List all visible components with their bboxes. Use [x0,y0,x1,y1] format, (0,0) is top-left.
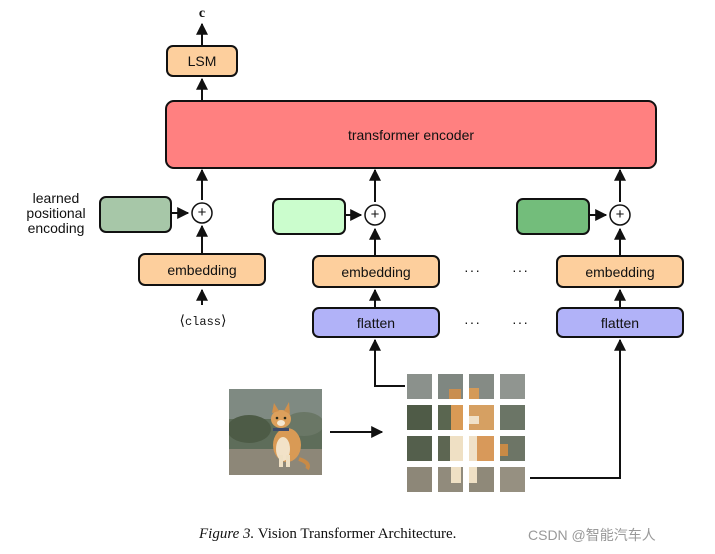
transformer-encoder-box: transformer encoder [165,100,657,169]
embedding-label: embedding [341,263,411,280]
ellipsis-embedding-2: ··· [512,262,529,278]
cat-input-image [229,389,322,475]
lsm-box: LSM [166,45,238,77]
watermark-text: CSDN @智能汽车人 [528,527,656,543]
plus-symbol-1: + [197,204,207,221]
class-token-text: class [184,315,221,329]
ellipsis-embedding-1: ··· [464,262,481,278]
flatten-box-first: flatten [312,307,440,338]
flatten-label: flatten [356,314,396,331]
embedding-box-first: embedding [312,255,440,288]
embedding-label: embedding [167,261,237,278]
positional-label-line-3: encoding [27,220,85,236]
plus-symbol-2: + [370,206,380,223]
output-label: c [198,6,206,21]
embedding-box-last: embedding [556,255,684,288]
class-token-label: ⟨class⟩ [179,314,227,329]
lsm-label: LSM [187,53,217,69]
plus-symbol-3: + [615,206,625,223]
image-patch-grid [407,374,525,492]
positional-encoding-label: learned positional encoding [18,191,94,236]
positional-embedding-class [99,196,172,233]
transformer-encoder-label: transformer encoder [347,126,475,143]
embedding-label: embedding [585,263,655,280]
ellipsis-flatten-2: ··· [512,314,529,330]
positional-label-line-1: learned [32,190,80,206]
figure-label: Figure 3. [199,526,255,542]
positional-label-line-2: positional [26,205,86,221]
embedding-box-class: embedding [138,253,266,286]
figure-caption: Figure 3. Vision Transformer Architectur… [199,527,519,542]
caption-text: Vision Transformer Architecture. [257,526,457,542]
flatten-box-last: flatten [556,307,684,338]
positional-embedding-first [272,198,346,235]
positional-embedding-last [516,198,590,235]
ellipsis-flatten-1: ··· [464,314,481,330]
flatten-label: flatten [600,314,640,331]
